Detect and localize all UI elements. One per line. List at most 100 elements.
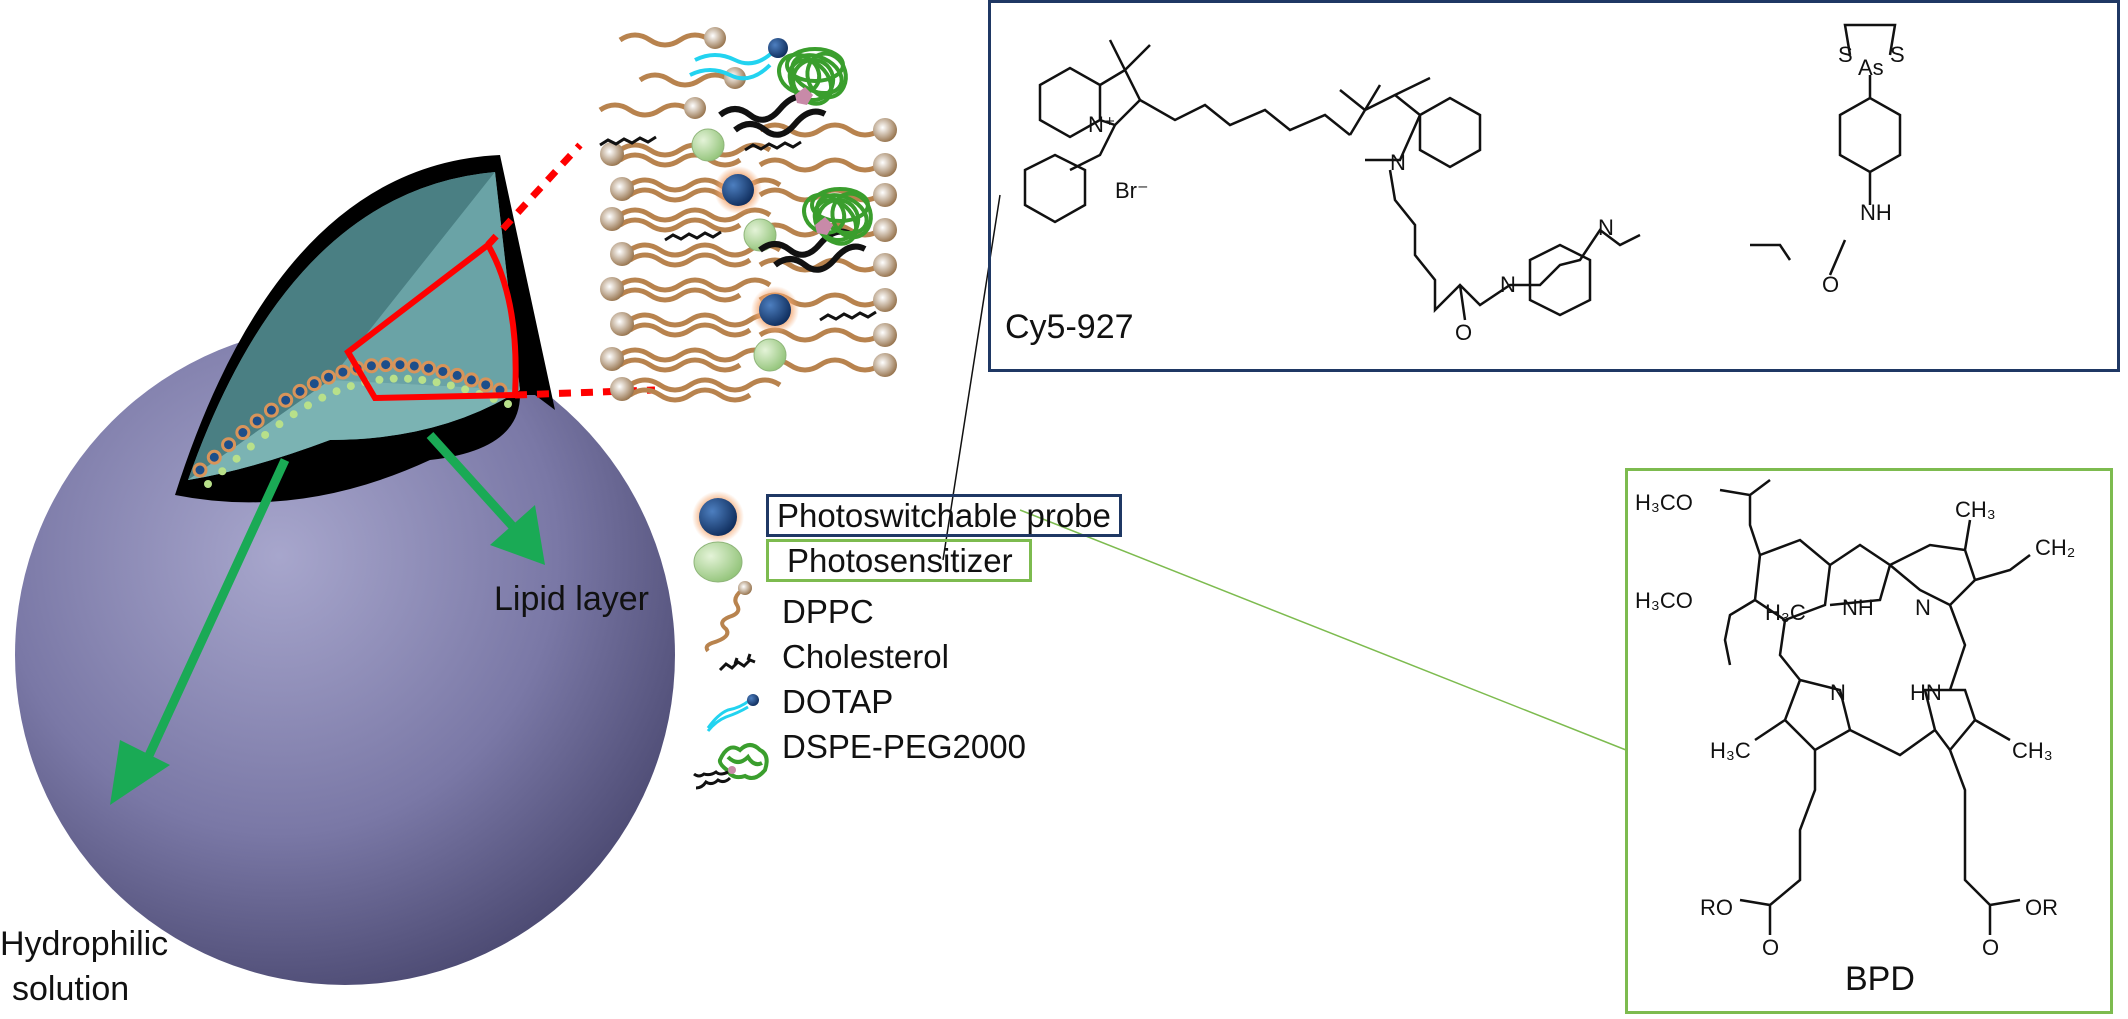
- atom: H₃CO: [1635, 588, 1693, 613]
- peg-coil: [805, 51, 848, 100]
- probe-sphere-icon: [692, 491, 744, 543]
- probe-dot: [449, 367, 465, 383]
- zoom-line-top: [485, 142, 583, 248]
- lipid-head: [610, 312, 634, 336]
- atom: As: [1858, 55, 1884, 80]
- lipid-tail: [618, 152, 742, 168]
- cholesterol-icon: [718, 653, 756, 672]
- photosensitizer-dot: [218, 467, 227, 476]
- dotap-head: [768, 38, 788, 58]
- probe-dot: [363, 358, 379, 374]
- lipid-head: [873, 253, 897, 277]
- lipid-head: [600, 207, 624, 231]
- peg-coil: [830, 191, 873, 240]
- lipid-tail: [618, 217, 742, 233]
- photosensitizer-dot: [275, 420, 284, 429]
- photosensitizer-dot: [446, 381, 455, 390]
- peg-coil: [777, 52, 822, 95]
- atom: H₃C: [1710, 738, 1751, 763]
- atom: H₃C: [1765, 600, 1806, 625]
- probe-dot: [321, 369, 337, 385]
- lipid-head: [873, 353, 897, 377]
- cholesterol: [599, 135, 657, 147]
- lipid-layer-arrow: [426, 431, 545, 565]
- lipid-tail: [618, 32, 712, 48]
- lipid-tail: [628, 252, 752, 268]
- lipid-tail: [618, 347, 772, 363]
- photosensitizer-dot: [332, 387, 341, 396]
- atom: N: [1500, 272, 1516, 297]
- photoswitchable-probe: [759, 294, 791, 326]
- atom: S: [1838, 42, 1853, 67]
- atom: CH₃: [2012, 738, 2053, 763]
- atom: RO: [1700, 895, 1733, 920]
- lipid-head: [610, 242, 634, 266]
- atom: OR: [2025, 895, 2058, 920]
- photosensitizer-dot: [375, 375, 384, 384]
- hydrophilic-label: Hydrophilic: [0, 925, 169, 963]
- lipid-head: [873, 323, 897, 347]
- probe-dot: [478, 377, 494, 393]
- dspe-tail: [733, 108, 827, 138]
- legend-dspe-peg2000: DSPE-PEG2000: [782, 728, 1026, 765]
- lipid-tail: [618, 357, 742, 373]
- atom: O: [1822, 272, 1840, 297]
- lipid-tail: [628, 377, 782, 393]
- photosensitizer-dot: [418, 375, 427, 384]
- lipid-tail: [758, 122, 882, 138]
- peg-linker: [795, 87, 813, 105]
- hydrophilic-arrow: [110, 458, 290, 805]
- membrane-dots: [192, 357, 512, 488]
- photosensitizer: [753, 338, 787, 372]
- lipid-tail: [628, 387, 752, 403]
- probe-dot: [263, 402, 279, 418]
- atom: N: [1830, 680, 1846, 705]
- atom: N: [1390, 150, 1406, 175]
- photoswitchable-probe: [722, 174, 754, 206]
- lipid-tail: [618, 277, 772, 293]
- atom: N⁺: [1088, 112, 1116, 137]
- probe-dot: [206, 449, 222, 465]
- lipid-tail: [758, 157, 882, 173]
- cholesterol: [744, 140, 802, 152]
- bpd-panel: [1625, 468, 2113, 1014]
- photosensitizer-dot: [318, 393, 327, 402]
- probe-dot: [221, 437, 237, 453]
- probe-dot: [463, 372, 479, 388]
- photosensitizer-sphere-icon: [693, 541, 743, 583]
- probe-dot: [235, 425, 251, 441]
- probe-dot: [306, 376, 322, 392]
- lipid-tail: [598, 102, 692, 118]
- lipid-head: [873, 218, 897, 242]
- legend-dppc: DPPC: [782, 593, 874, 630]
- dspe-tail: [773, 243, 867, 273]
- photosensitizer-dot: [346, 382, 355, 391]
- photosensitizer-dot: [504, 400, 512, 408]
- legend-dotap: DOTAP: [782, 683, 894, 720]
- atom: N: [1598, 215, 1614, 240]
- dotap-icon: [706, 694, 759, 732]
- lipid-head: [684, 97, 706, 119]
- lipid-head: [600, 277, 624, 301]
- cholesterol: [819, 310, 877, 322]
- lipid-layer-label: Lipid layer: [494, 580, 649, 618]
- lipid-head: [873, 153, 897, 177]
- atom: O: [1762, 935, 1780, 960]
- probe-dot: [292, 383, 308, 399]
- probe-dot: [249, 413, 265, 429]
- atom: O: [1455, 320, 1473, 345]
- photosensitizer-dot: [246, 442, 255, 451]
- probe-dot: [421, 360, 437, 376]
- atom: NH: [1842, 595, 1874, 620]
- lipid-head: [610, 377, 634, 401]
- lipid-tail: [628, 322, 752, 338]
- bpd-name: BPD: [1845, 960, 1915, 998]
- photosensitizer: [691, 128, 725, 162]
- photosensitizer-dot: [432, 378, 441, 387]
- photosensitizer-dot: [461, 385, 470, 394]
- dotap: [689, 48, 777, 81]
- legend-photoswitchable-probe: Photoswitchable probe: [766, 494, 1122, 537]
- photosensitizer-dot: [261, 430, 270, 439]
- probe-dot: [278, 392, 294, 408]
